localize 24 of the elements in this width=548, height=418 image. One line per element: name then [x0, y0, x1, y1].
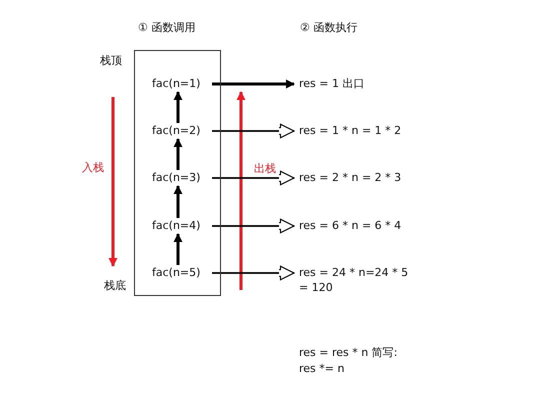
stack-label: 入栈 [82, 160, 104, 175]
arrow [174, 138, 182, 170]
call-text: fac(n=5) [152, 265, 202, 280]
result-text: res = 1 出口 [298, 76, 366, 91]
note-text: res *= n [299, 361, 344, 376]
stack-label: 栈底 [104, 278, 126, 293]
section-heading: ② 函数执行 [300, 20, 358, 35]
section-heading: ① 函数调用 [138, 20, 196, 35]
arrow [174, 233, 182, 265]
arrow [212, 80, 295, 88]
arrow [174, 91, 182, 123]
result-text: res = 2 * n = 2 * 3 [298, 170, 402, 185]
result-text: res = 24 * n=24 * 5 = 120 [298, 265, 410, 295]
stack-label: 出栈 [254, 161, 276, 176]
call-text: fac(n=4) [152, 218, 202, 233]
stack-frame-box [134, 50, 221, 296]
call-text: fac(n=1) [152, 76, 202, 91]
result-text: res = 1 * n = 1 * 2 [298, 123, 402, 138]
call-text: fac(n=3) [152, 170, 202, 185]
note-text: res = res * n 简写: [299, 345, 398, 360]
result-text: res = 6 * n = 6 * 4 [298, 218, 402, 233]
arrow [174, 185, 182, 218]
stack-label: 栈顶 [100, 53, 122, 68]
call-text: fac(n=2) [152, 123, 202, 138]
